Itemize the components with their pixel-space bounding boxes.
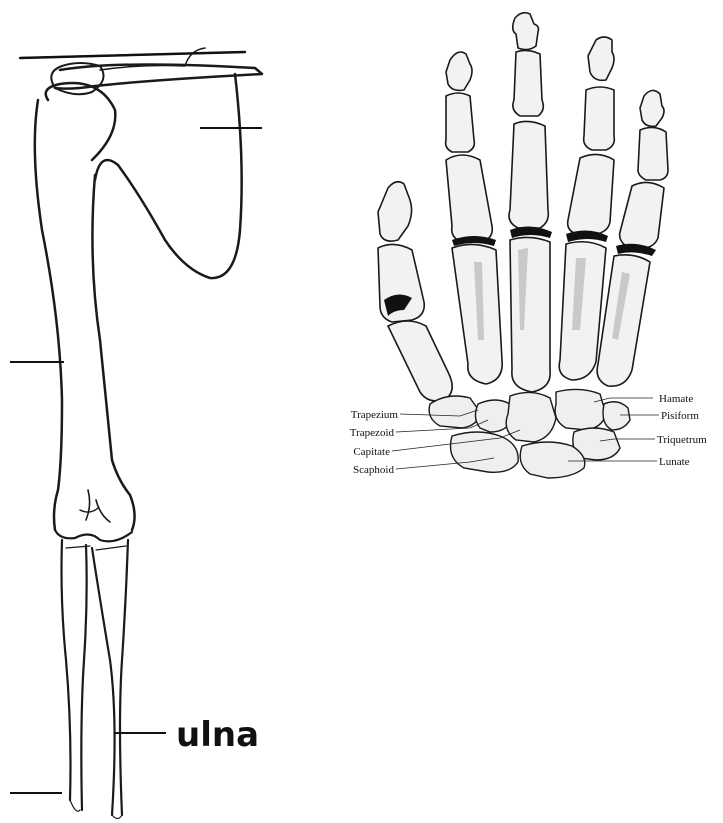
index-finger xyxy=(446,52,503,384)
scapula-bone xyxy=(95,74,242,278)
carpal-bones xyxy=(429,389,630,478)
label-tick-clavicle xyxy=(20,52,245,58)
lunate-bone xyxy=(520,442,585,478)
scaphoid-bone xyxy=(451,432,519,472)
pisiform-bone xyxy=(603,402,630,430)
label-capitate: Capitate xyxy=(353,446,390,458)
radius-bone xyxy=(62,540,87,810)
thumb xyxy=(378,182,452,401)
ulna-bone xyxy=(92,540,128,815)
arm-illustration: ulna xyxy=(10,48,262,819)
capitate-bone xyxy=(506,392,556,442)
label-hamate: Hamate xyxy=(659,393,693,405)
label-lunate: Lunate xyxy=(659,456,690,468)
ulna-label: ulna xyxy=(176,715,259,755)
middle-finger xyxy=(509,13,552,392)
humerus-bone xyxy=(35,100,62,530)
label-trapezium: Trapezium xyxy=(351,409,399,421)
label-scaphoid: Scaphoid xyxy=(353,464,394,476)
elbow-joint xyxy=(55,530,132,541)
label-pisiform: Pisiform xyxy=(661,410,699,422)
label-triquetrum: Triquetrum xyxy=(657,434,707,446)
hamate-bone xyxy=(555,389,606,430)
label-trapezoid: Trapezoid xyxy=(350,427,395,439)
hand-illustration: Trapezium Trapezoid Capitate Scaphoid Ha… xyxy=(350,13,707,478)
